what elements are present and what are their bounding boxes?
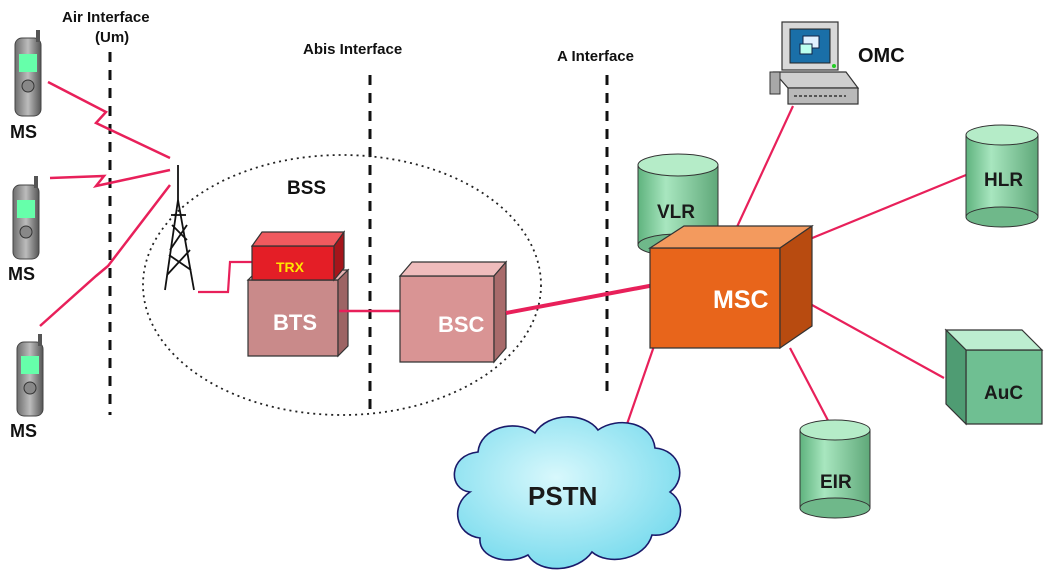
hlr-label: HLR [984, 170, 1023, 191]
msc-auc-link [811, 304, 945, 379]
bsc-msc-link [505, 281, 666, 315]
bts-node [246, 230, 350, 358]
auc-label: AuC [984, 383, 1023, 404]
radio-link-2 [49, 168, 171, 188]
bsc-node [398, 260, 508, 364]
air-interface-label: Air Interface [62, 9, 150, 26]
eir-label: EIR [820, 472, 852, 493]
bsc-label: BSC [438, 312, 485, 337]
trx-label: TRX [276, 259, 305, 275]
bts-label: BTS [273, 310, 317, 335]
bss-boundary [142, 154, 542, 416]
pstn-cloud [453, 416, 682, 570]
air-interface-um-label: (Um) [95, 29, 129, 46]
eir-database [799, 419, 871, 519]
auc-node [944, 328, 1044, 426]
mobile-phone-icon [14, 30, 42, 117]
abis-interface-label: Abis Interface [303, 41, 402, 58]
ms-label-2: MS [8, 264, 35, 284]
msc-omc-link [729, 105, 794, 243]
mobile-phone-icon [16, 334, 44, 417]
ms-label-3: MS [10, 421, 37, 441]
radio-link-1 [47, 80, 171, 160]
msc-node [647, 224, 814, 350]
msc-label: MSC [713, 286, 769, 314]
antenna-tower-icon [164, 165, 195, 291]
bss-label: BSS [287, 178, 326, 199]
hlr-database [965, 124, 1039, 228]
tower-trx-cable [198, 260, 256, 294]
mobile-phone-icon [12, 176, 40, 260]
computer-terminal-icon [769, 21, 860, 105]
radio-link-3 [39, 184, 171, 327]
a-interface-label: A Interface [557, 48, 634, 65]
pstn-label: PSTN [528, 481, 597, 511]
omc-label: OMC [858, 45, 905, 67]
msc-eir-link [789, 347, 834, 431]
vlr-label: VLR [657, 202, 695, 223]
ms-label-1: MS [10, 122, 37, 142]
msc-hlr-link [799, 173, 967, 245]
